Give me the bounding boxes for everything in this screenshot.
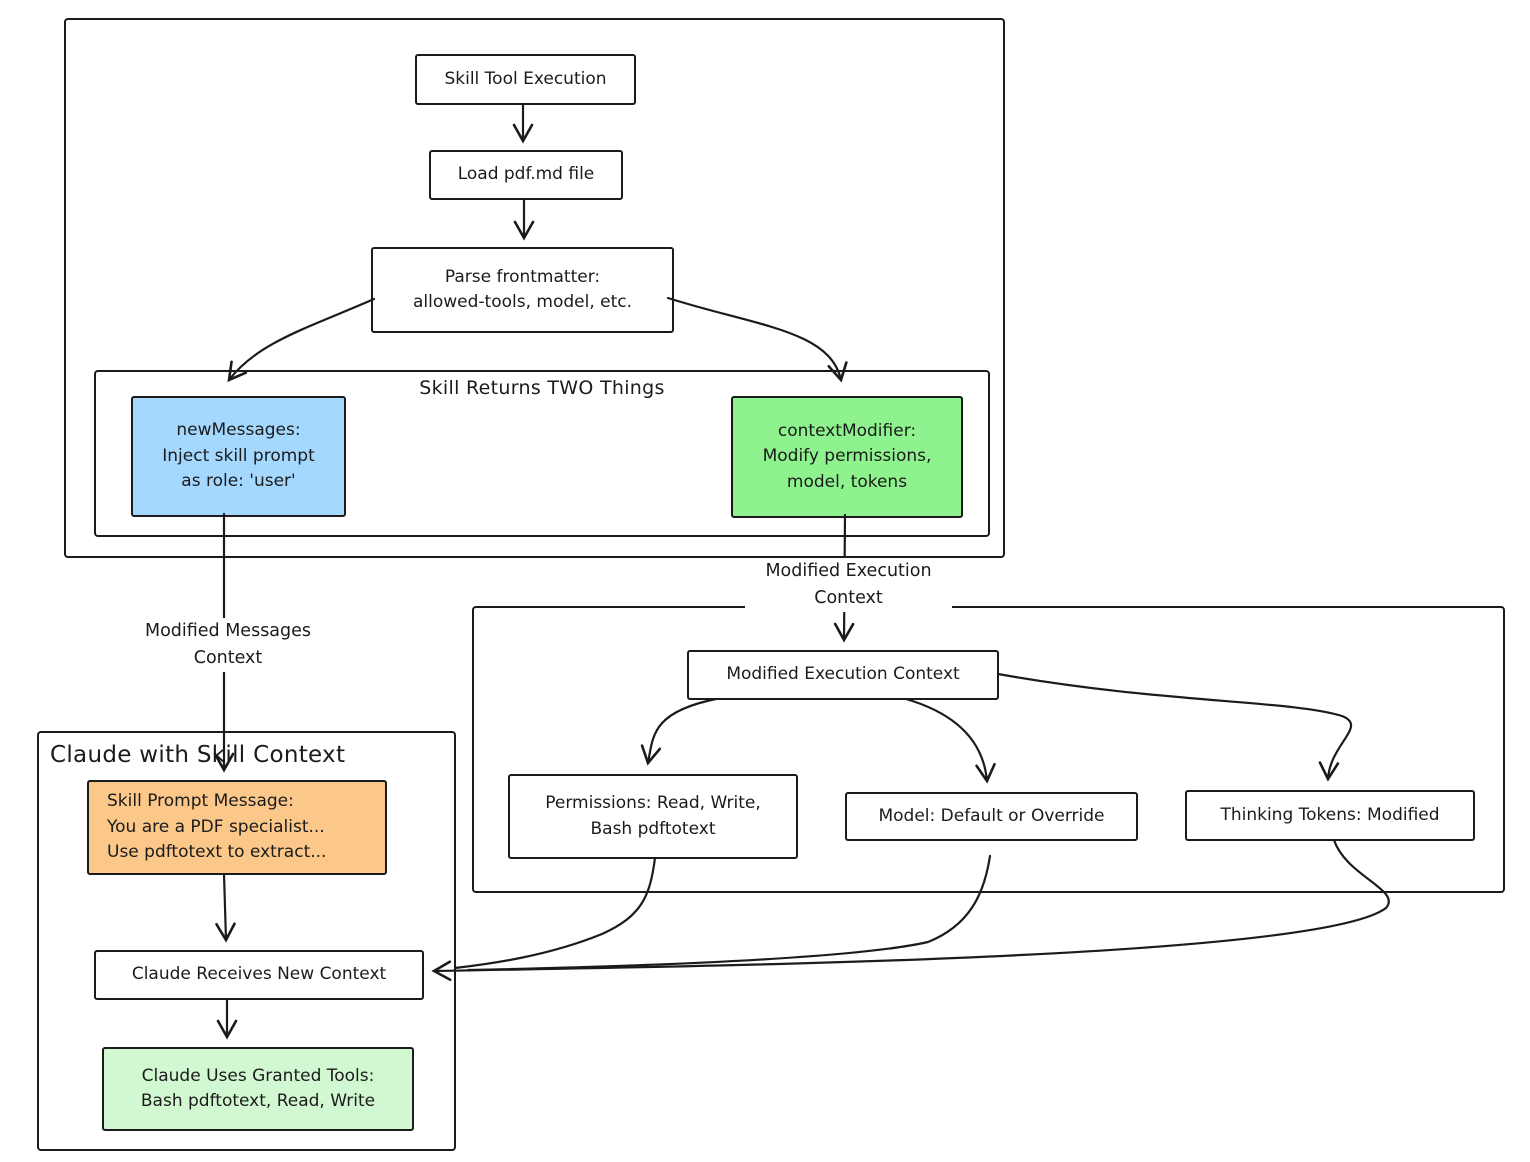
- model-node: Model: Default or Override: [845, 792, 1138, 841]
- skill-returns-title: Skill Returns TWO Things: [419, 377, 665, 399]
- modified-execution-label: Modified Execution Context: [745, 558, 952, 613]
- skill-execution-container: Skill Tool Execution Load pdf.md file Pa…: [64, 18, 1005, 558]
- modified-execution-context-node: Modified Execution Context: [687, 650, 999, 700]
- modified-messages-label: Modified Messages Context: [132, 618, 324, 673]
- claude-context-title: Claude with Skill Context: [50, 742, 346, 768]
- context-modifier-node: contextModifier: Modify permissions, mod…: [731, 396, 963, 518]
- execution-context-container: Modified Execution Context Permissions: …: [472, 606, 1505, 893]
- parse-frontmatter-node: Parse frontmatter: allowed-tools, model,…: [371, 247, 674, 333]
- skill-returns-container: Skill Returns TWO Things newMessages: In…: [94, 370, 990, 537]
- skill-tool-execution-node: Skill Tool Execution: [415, 54, 636, 105]
- load-pdf-node: Load pdf.md file: [429, 150, 623, 200]
- claude-context-container: Claude with Skill Context Skill Prompt M…: [37, 731, 456, 1151]
- new-messages-node: newMessages: Inject skill prompt as role…: [131, 396, 346, 517]
- claude-uses-tools-node: Claude Uses Granted Tools: Bash pdftotex…: [102, 1047, 414, 1131]
- permissions-node: Permissions: Read, Write, Bash pdftotext: [508, 774, 798, 859]
- skill-prompt-node: Skill Prompt Message: You are a PDF spec…: [87, 780, 387, 875]
- claude-receives-node: Claude Receives New Context: [94, 950, 424, 1000]
- thinking-tokens-node: Thinking Tokens: Modified: [1185, 790, 1475, 841]
